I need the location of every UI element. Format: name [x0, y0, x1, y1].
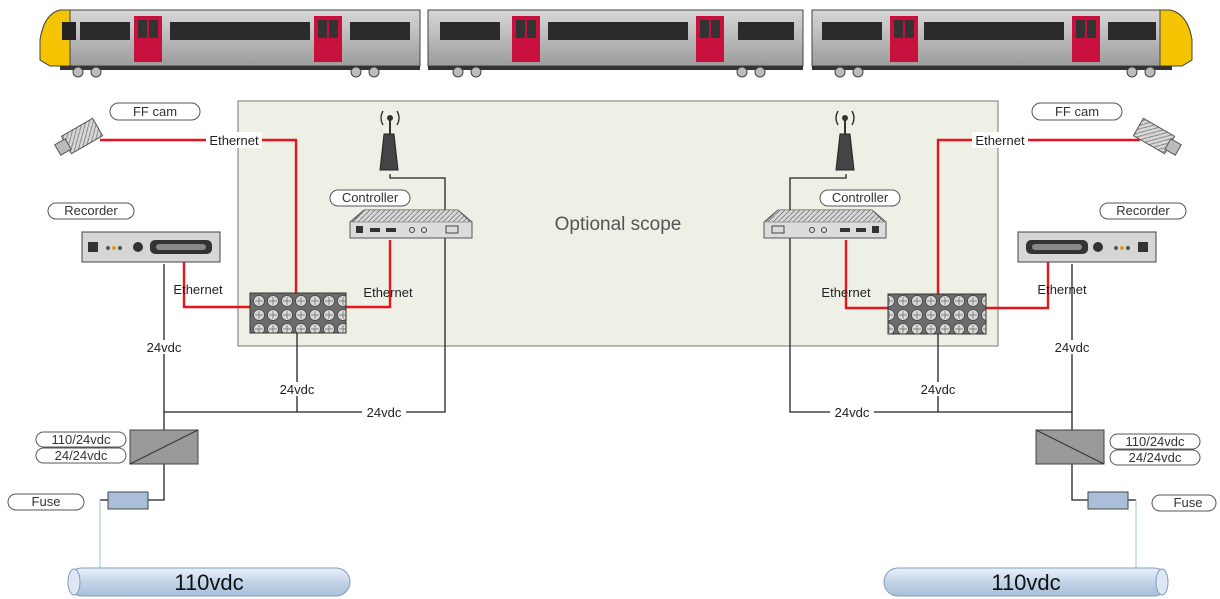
svg-text:Fuse: Fuse — [1174, 495, 1203, 510]
train — [39, 9, 1193, 78]
camera-right[interactable] — [1132, 117, 1183, 158]
svg-text:24/24vdc: 24/24vdc — [1129, 450, 1182, 465]
ethernet-label-recorder-right: Ethernet — [1037, 282, 1087, 297]
svg-text:Ethernet: Ethernet — [209, 133, 259, 148]
controller-right[interactable] — [763, 209, 887, 239]
camera-tag-right: FF cam — [1031, 102, 1123, 121]
supply-label-controller-right: 24vdc — [830, 405, 874, 420]
ethernet-label-controller-left: Ethernet — [363, 285, 413, 300]
svg-text:Ethernet: Ethernet — [363, 285, 413, 300]
svg-text:24vdc: 24vdc — [367, 405, 402, 420]
svg-text:110/24vdc: 110/24vdc — [51, 432, 111, 447]
converter-tag-right-2: 24/24vdc — [1109, 449, 1201, 466]
power-bus-right: 110vdc — [883, 567, 1169, 597]
camera-left[interactable] — [53, 117, 104, 158]
fuse-tag-left: Fuse — [7, 493, 85, 511]
train-car-lead — [39, 9, 421, 78]
dc-converter-right[interactable] — [1035, 429, 1105, 465]
svg-text:Ethernet: Ethernet — [821, 285, 871, 300]
train-car-rear — [811, 9, 1193, 78]
camera-tag-left: FF cam — [109, 102, 201, 121]
controller-tag-left-text: Controller — [342, 190, 399, 205]
svg-text:Ethernet: Ethernet — [1037, 282, 1087, 297]
supply-label-controller-left: 24vdc — [362, 405, 406, 420]
svg-text:24vdc: 24vdc — [1055, 340, 1090, 355]
supply-label-switch-left: 24vdc — [275, 382, 319, 397]
network-switch-left[interactable] — [249, 292, 347, 334]
fuse-tag-right: Fuse — [1151, 494, 1217, 512]
ethernet-label-camera-left: Ethernet — [206, 132, 262, 148]
supply-label-switch-right: 24vdc — [916, 382, 960, 397]
converter-tag-right-1: 110/24vdc — [1109, 433, 1201, 450]
right-wiring — [789, 138, 1140, 568]
antenna-left-icon — [379, 110, 400, 171]
power-bus-left-label: 110vdc — [174, 570, 243, 595]
dc-converter-left[interactable] — [129, 429, 199, 465]
recorder-tag-right-text: Recorder — [1116, 203, 1170, 218]
svg-text:110/24vdc: 110/24vdc — [1125, 434, 1185, 449]
fuse-left[interactable] — [107, 491, 149, 510]
ethernet-label-recorder-left: Ethernet — [173, 282, 223, 297]
power-bus-right-label: 110vdc — [991, 570, 1060, 595]
ethernet-label-controller-right: Ethernet — [821, 285, 871, 300]
antenna-right-icon — [835, 110, 855, 171]
recorder-tag-right: Recorder — [1099, 202, 1187, 220]
svg-text:24vdc: 24vdc — [835, 405, 870, 420]
recorder-left[interactable] — [81, 231, 221, 263]
recorder-tag-left: Recorder — [47, 202, 135, 220]
svg-text:24vdc: 24vdc — [147, 340, 182, 355]
camera-tag-right-text: FF cam — [1055, 104, 1099, 119]
svg-text:24/24vdc: 24/24vdc — [55, 448, 108, 463]
supply-label-recorder-right: 24vdc — [1050, 340, 1094, 355]
supply-label-recorder-left: 24vdc — [142, 340, 186, 355]
controller-left[interactable] — [349, 209, 473, 239]
ethernet-label-camera-right: Ethernet — [972, 132, 1028, 148]
converter-tag-left-2: 24/24vdc — [35, 447, 127, 464]
camera-tag-left-text: FF cam — [133, 104, 177, 119]
optional-scope-label: Optional scope — [555, 214, 682, 235]
controller-tag-left: Controller — [329, 189, 411, 207]
network-switch-right[interactable] — [887, 293, 987, 335]
controller-tag-right-text: Controller — [832, 190, 889, 205]
controller-tag-right: Controller — [819, 189, 901, 207]
power-bus-left: 110vdc — [67, 567, 351, 597]
svg-text:24vdc: 24vdc — [921, 382, 956, 397]
fuse-right[interactable] — [1087, 491, 1129, 510]
recorder-right[interactable] — [1017, 231, 1157, 263]
svg-text:Fuse: Fuse — [32, 494, 61, 509]
recorder-tag-left-text: Recorder — [64, 203, 118, 218]
svg-text:24vdc: 24vdc — [280, 382, 315, 397]
train-car-middle — [427, 9, 804, 78]
svg-text:Ethernet: Ethernet — [173, 282, 223, 297]
converter-tag-left-1: 110/24vdc — [35, 431, 127, 448]
svg-text:Ethernet: Ethernet — [975, 133, 1025, 148]
